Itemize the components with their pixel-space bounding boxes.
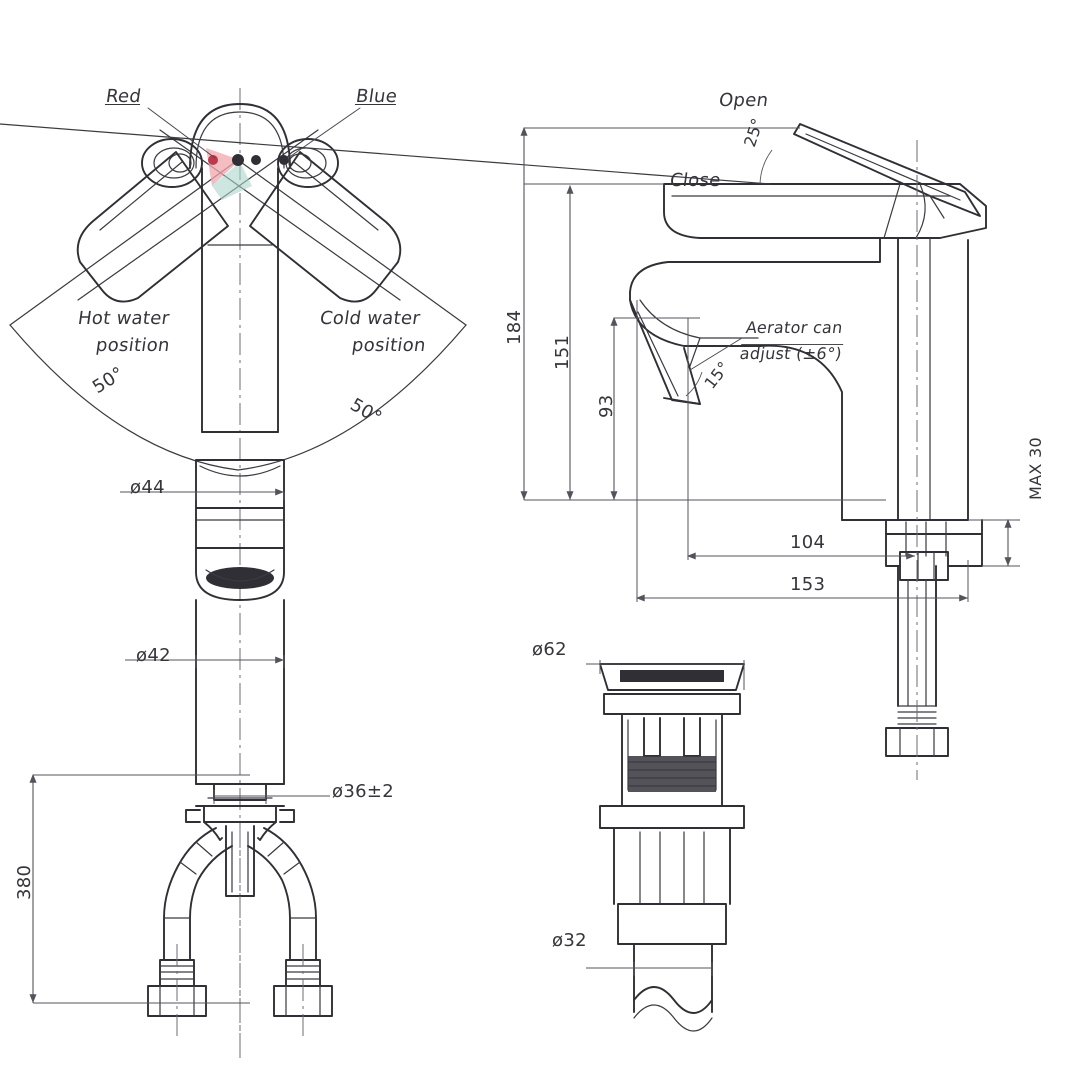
label-dia-32: ø32 [552,930,587,951]
label-aerator-2: adjust (±6°) [738,344,844,363]
dim-93 [610,316,700,500]
cap-curve [199,465,281,477]
dim-153 [635,300,969,602]
dim-max30 [968,518,1020,567]
front-main-tube [195,599,285,785]
label-hot-water-1: Hot water [76,308,171,329]
label-red: Red [104,86,143,107]
angle-arc-15 [685,371,703,397]
drain-nut [617,903,727,945]
center-dot-b [251,155,261,165]
angle-arc-25 [759,149,773,185]
dim-open-line [524,127,800,185]
side-view-group [0,123,1020,780]
label-dia-62: ø62 [532,639,567,660]
label-height-380: 380 [14,864,35,900]
label-aerator-1: Aerator can [744,318,845,337]
lever-cold-position [249,151,402,303]
label-dia-36: ø36±2 [332,781,394,802]
label-height-151: 151 [552,334,573,370]
angle-leg-25 [0,123,771,185]
leader-blue [287,107,361,159]
dim-d32 [586,962,713,976]
label-height-93: 93 [596,394,617,418]
drain-slot-right [683,717,701,757]
lever-close-position [663,183,987,239]
break-line-a [633,986,713,1014]
fan-edge-left [9,159,239,326]
lever-cross-a [159,129,401,301]
label-blue: Blue [354,86,399,107]
label-cold-water-2: position [350,335,428,356]
drain-flange-body [603,693,741,715]
label-hot-water-2: position [94,335,172,356]
front-view-group [29,459,333,1060]
front-lever-seat [195,547,285,601]
label-max-30: MAX 30 [1026,437,1045,500]
drain-view-group [586,660,745,1032]
hose-nut-left [147,985,207,1017]
leader-red [147,107,216,159]
drain-washer [599,805,745,829]
dim-380 [29,773,250,1004]
center-dot-a [232,154,244,166]
front-washer [203,805,277,823]
red-dot-marker [208,155,218,165]
center-dot-c [279,155,289,165]
dim-104 [686,318,915,560]
label-dia-42: ø42 [136,645,171,666]
dim-184 [520,126,886,501]
drain-seal-ring [620,670,724,682]
drain-slot-left [643,717,661,757]
label-reach-153: 153 [790,574,826,595]
supply-hose-right [247,827,333,1040]
label-close: Close [668,170,723,191]
cold-indicator-patch [212,162,252,200]
splitter-tab-right [279,809,295,823]
handle-knuckle-left [141,138,203,188]
faucet-body [629,237,969,521]
label-reach-104: 104 [790,532,826,553]
splitter-tab-left [185,809,201,823]
break-line-b [633,1004,713,1032]
lever-hot-position [76,151,229,303]
label-height-184: 184 [504,309,525,345]
hose-nut-right [273,985,333,1017]
dim-d62 [586,660,745,690]
lever-open-position [793,123,981,219]
aerator-face [663,397,701,405]
front-lever-slot [206,567,274,589]
supply-hose-left [147,827,233,1040]
dim-d36 [213,790,330,804]
label-open: Open [717,90,770,111]
cartridge-dome-outline [189,103,291,169]
swing-arc-bottom [9,324,467,471]
fan-edge-right [237,159,467,326]
label-cold-water-1: Cold water [318,308,422,329]
side-shank-assembly [841,519,983,757]
side-mount-nut [885,727,949,757]
leader-aerator [689,337,743,371]
body-barrel-sides [201,167,279,433]
label-dia-44: ø44 [130,477,165,498]
dim-d44 [120,488,285,500]
dim-d42 [125,655,285,668]
